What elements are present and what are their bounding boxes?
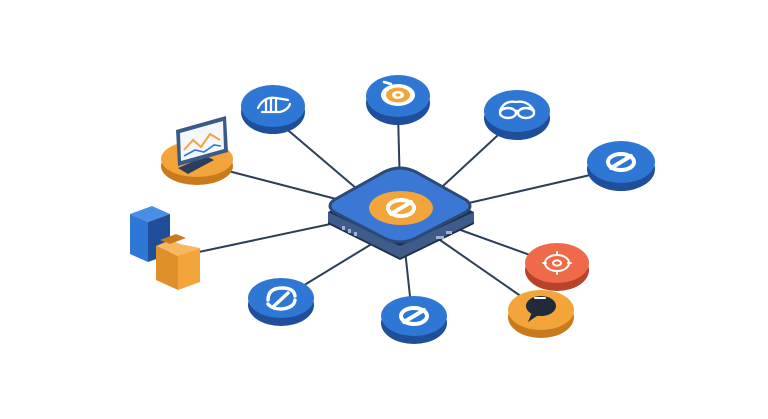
top-left-node[interactable] [241, 85, 305, 134]
link-icon [386, 198, 416, 218]
hub-port [348, 229, 351, 233]
handshake-icon [256, 96, 292, 114]
orange-node[interactable] [508, 290, 574, 338]
settings-icon [542, 251, 572, 275]
line-right [459, 169, 613, 206]
chat-bubble-icon [526, 296, 556, 322]
folders-node[interactable] [130, 206, 200, 290]
hub-side [328, 212, 474, 258]
bottom-left-node[interactable] [248, 278, 314, 326]
line-orange [439, 239, 536, 307]
hub-port [446, 231, 452, 234]
link-icon [399, 306, 429, 326]
bottom-node[interactable] [381, 296, 447, 344]
right-node[interactable] [587, 141, 655, 191]
line-top-left [275, 119, 371, 201]
hub-port [436, 236, 444, 239]
line-folders [179, 221, 341, 257]
hub-port [342, 226, 345, 230]
central-hub [328, 166, 474, 260]
sync-icon [266, 286, 297, 311]
monitor-node[interactable] [161, 116, 233, 185]
node-top [241, 85, 305, 127]
top-right-node[interactable] [484, 90, 550, 140]
red-node[interactable] [525, 243, 589, 291]
folders-icon [130, 206, 200, 290]
hub-ports [342, 226, 452, 239]
node-top [525, 243, 589, 283]
hub-port [354, 232, 357, 236]
glasses-icon [498, 100, 536, 120]
target-icon [381, 80, 415, 106]
chart-monitor-icon [176, 116, 228, 174]
link-icon [606, 152, 636, 172]
top-node[interactable] [366, 75, 430, 125]
